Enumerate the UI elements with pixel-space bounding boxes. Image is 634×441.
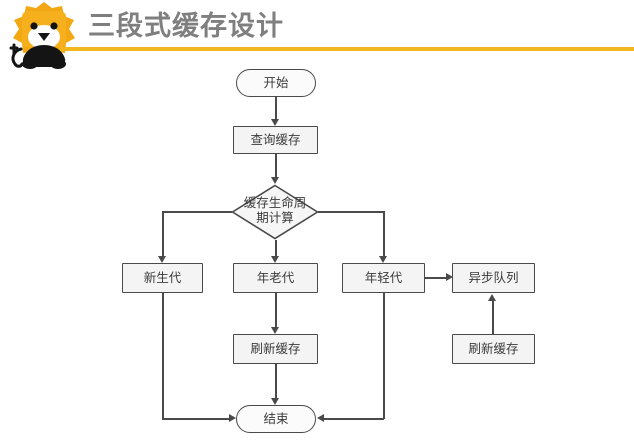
flow-node-refresh-cache-right-label: 刷新缓存 — [468, 342, 519, 356]
flow-node-async-queue[interactable]: 异步队列 — [452, 263, 535, 293]
edge-newgen-loop-vertical — [162, 293, 164, 419]
edge-younggen-to-asyncqueue-arrowhead — [446, 273, 453, 281]
slide-header: 三段式缓存设计 — [0, 0, 634, 69]
flow-node-start-label: 开始 — [263, 76, 289, 90]
edge-query-to-lifecycle — [275, 154, 277, 177]
lion-mascot-icon — [8, 1, 80, 71]
edge-lifecycle-to-oldgen-arrowhead — [271, 256, 279, 263]
flow-node-young-generation[interactable]: 年轻代 — [342, 263, 425, 293]
edge-start-to-query-arrowhead — [271, 119, 279, 126]
edge-younggen-to-asyncqueue — [425, 277, 447, 279]
flow-node-refresh-cache-right[interactable]: 刷新缓存 — [452, 334, 535, 364]
flow-node-end-label: 结束 — [263, 412, 289, 426]
flow-node-old-generation-label: 年老代 — [256, 271, 295, 285]
edge-lifecycle-to-oldgen — [275, 240, 277, 256]
edge-younggen-loop-horizontal — [324, 418, 384, 420]
edge-oldgen-to-refresh — [275, 293, 277, 327]
edge-query-to-lifecycle-arrowhead — [271, 177, 279, 184]
flow-node-start[interactable]: 开始 — [236, 69, 316, 97]
edge-younggen-loop-arrowhead — [317, 414, 324, 422]
edge-refresh-to-end — [275, 364, 277, 398]
edge-to-younggen-arrowhead — [379, 256, 387, 263]
edge-lifecycle-right-vertical — [383, 211, 385, 256]
page-title: 三段式缓存设计 — [88, 11, 284, 41]
edge-lifecycle-left-horizontal — [162, 211, 232, 213]
edge-newgen-loop-arrowhead — [229, 414, 236, 422]
edge-oldgen-to-refresh-arrowhead — [271, 327, 279, 334]
edge-lifecycle-right-horizontal — [318, 211, 384, 213]
flow-node-async-queue-label: 异步队列 — [468, 271, 519, 285]
title-underline-rule — [60, 47, 634, 51]
edge-refresh-to-end-arrowhead — [271, 398, 279, 405]
flow-node-young-generation-label: 年轻代 — [364, 271, 403, 285]
flow-node-query-cache-label: 查询缓存 — [250, 133, 301, 147]
edge-younggen-loop-vertical — [383, 293, 385, 419]
edge-refreshright-to-asyncqueue-arrowhead — [488, 294, 496, 301]
flow-node-lifecycle-decision[interactable]: 缓存生命周 期计算 — [231, 184, 319, 240]
flow-node-end[interactable]: 结束 — [236, 405, 316, 433]
edge-newgen-drop — [162, 211, 164, 256]
flow-node-new-generation-label: 新生代 — [143, 271, 182, 285]
edge-refreshright-to-asyncqueue — [492, 300, 494, 334]
flow-node-old-generation[interactable]: 年老代 — [233, 263, 318, 293]
edge-start-to-query — [275, 97, 277, 119]
flow-node-query-cache[interactable]: 查询缓存 — [233, 126, 318, 154]
edge-newgen-loop-horizontal — [162, 418, 229, 420]
flow-node-lifecycle-decision-label: 缓存生命周 期计算 — [243, 196, 307, 225]
edge-to-newgen-arrowhead — [158, 256, 166, 263]
flow-node-refresh-cache-middle[interactable]: 刷新缓存 — [233, 334, 318, 364]
flow-node-new-generation[interactable]: 新生代 — [122, 263, 203, 293]
flow-node-refresh-cache-middle-label: 刷新缓存 — [250, 342, 301, 356]
